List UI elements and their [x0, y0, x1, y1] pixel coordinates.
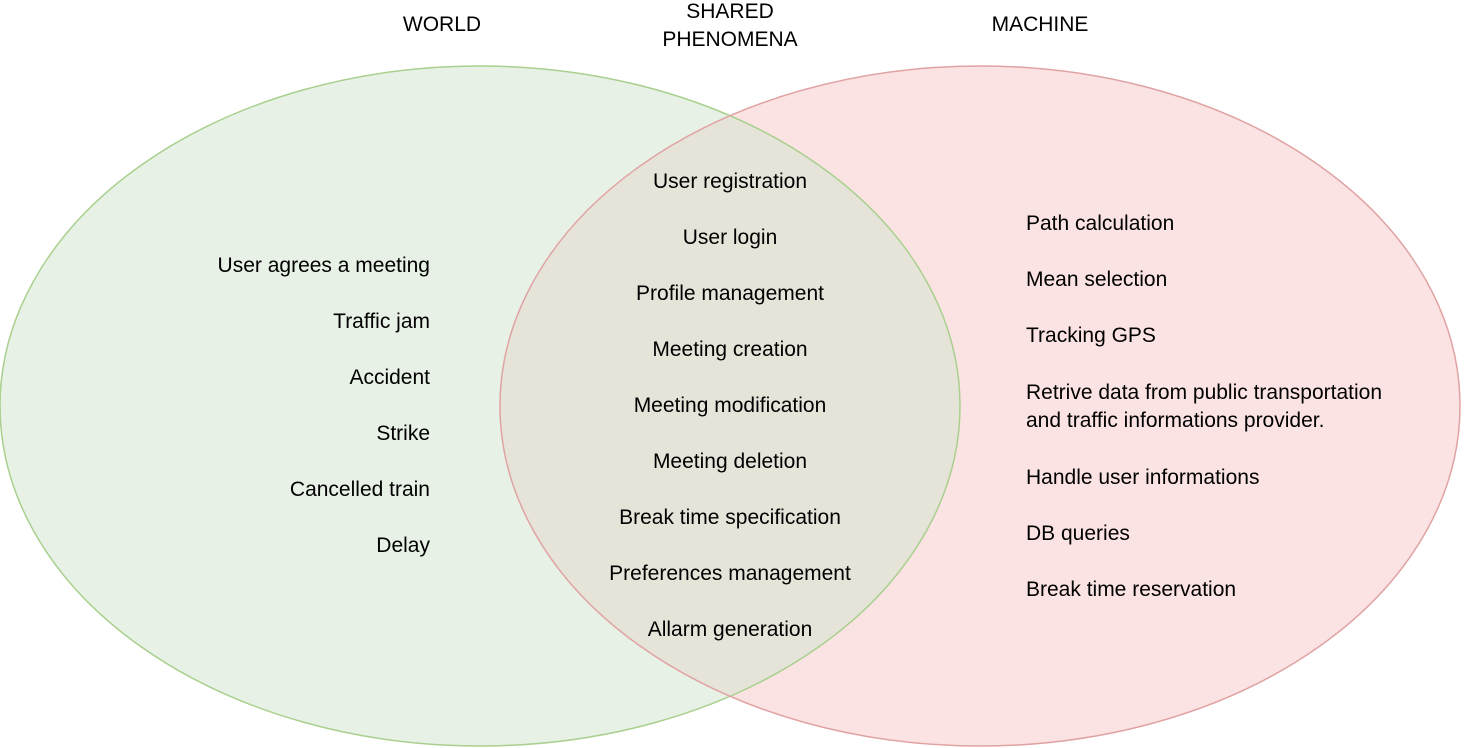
shared-item: Allarm generation — [647, 618, 813, 641]
world-ellipse-outline — [0, 65, 961, 747]
shared-phenomena-list: User registration User login Profile man… — [570, 169, 890, 673]
machine-heading: MACHINE — [991, 13, 1089, 36]
machine-item: Tracking GPS — [1026, 324, 1156, 347]
shared-item: Profile management — [636, 282, 824, 305]
machine-item: Path calculation — [1026, 212, 1175, 235]
shared-phenomena-heading: SHARED PHENOMENA — [662, 0, 798, 51]
machine-item: DB queries — [1026, 522, 1130, 545]
shared-item: Meeting creation — [652, 338, 808, 361]
world-heading: WORLD — [402, 13, 482, 36]
world-item: Strike — [376, 422, 430, 445]
shared-item: User login — [682, 226, 778, 249]
world-item: User agrees a meeting — [217, 254, 430, 277]
shared-item: Preferences management — [609, 562, 851, 585]
shared-item: Meeting deletion — [652, 450, 808, 473]
machine-item: Retrive data from public transportation … — [1026, 381, 1383, 432]
shared-item: Break time specification — [619, 506, 841, 529]
world-item: Delay — [376, 534, 430, 557]
shared-item: User registration — [652, 170, 808, 193]
shared-overlap-region — [500, 66, 960, 746]
machine-item: Mean selection — [1026, 268, 1168, 291]
world-item: Cancelled train — [289, 478, 430, 501]
machine-phenomena-list: Path calculation Mean selection Tracking… — [1026, 211, 1466, 633]
world-item: Traffic jam — [333, 310, 430, 333]
machine-item: Break time reservation — [1026, 578, 1237, 601]
world-item: Accident — [349, 366, 430, 389]
shared-item: Meeting modification — [633, 394, 827, 417]
machine-ellipse-outline — [499, 65, 1461, 747]
world-phenomena-list: User agrees a meeting Traffic jam Accide… — [130, 253, 430, 589]
machine-item: Handle user informations — [1026, 466, 1260, 489]
